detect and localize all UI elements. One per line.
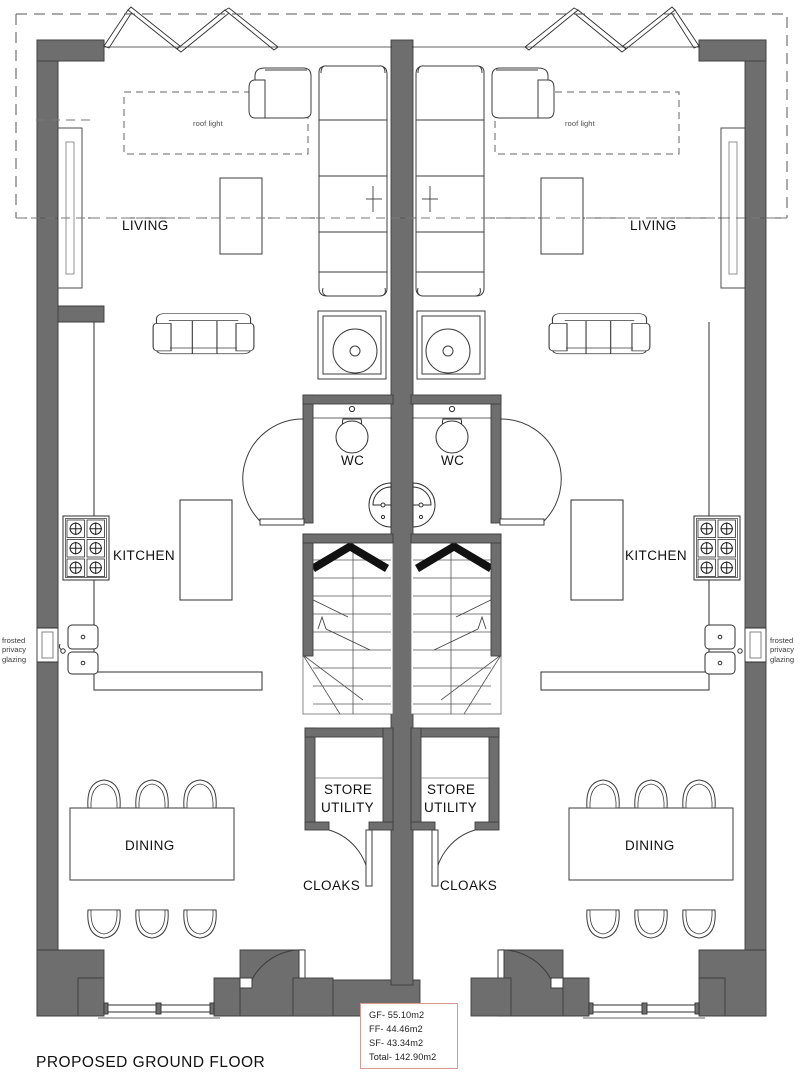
basin-right (412, 482, 436, 528)
kitchen-units-left (93, 322, 263, 691)
stair-walls-right (410, 533, 502, 657)
area-line-gf: GF- 55.10m2 (369, 1010, 425, 1020)
side-table-right (540, 177, 584, 255)
wc-door-left (242, 418, 305, 526)
wc-walls (302, 394, 502, 524)
basin-left (368, 482, 392, 528)
bay-window-right (583, 1002, 705, 1019)
frosted-window-left (36, 627, 59, 663)
sink-left (58, 624, 99, 675)
kitchen-units-right (540, 322, 710, 691)
living-window-right (720, 127, 746, 289)
centre-lines (16, 119, 787, 219)
store-utility-walls (304, 727, 500, 831)
area-schedule-box: GF- 55.10m2 FF- 44.46m2 SF- 43.34m2 Tota… (360, 1003, 458, 1069)
living-window-left (57, 127, 83, 289)
roof-light-outline-left (123, 91, 309, 155)
frosted-window-right (744, 627, 767, 663)
cloaks-door-left (328, 829, 373, 887)
roof-light-outline-right (494, 91, 680, 155)
cloaks-door-right (431, 829, 476, 887)
bay-window-left (98, 1002, 220, 1019)
staircase-left (302, 533, 394, 715)
area-line-ff: FF- 44.46m2 (369, 1024, 423, 1034)
sofa-left (152, 312, 255, 355)
wc-fixture-right (412, 405, 491, 454)
area-line-total: Total- 142.90m2 (369, 1052, 437, 1062)
dining-set-right (568, 779, 734, 939)
area-line-sf: SF- 43.34m2 (369, 1038, 424, 1048)
hob-left (62, 515, 110, 581)
side-table-left (219, 177, 263, 255)
hallway-walls (292, 977, 512, 1017)
sectional-sofa-right (415, 65, 555, 297)
bifold-doors (103, 6, 700, 53)
top-wall (36, 39, 767, 62)
sink-right (704, 624, 743, 675)
staircase-right (410, 533, 502, 715)
party-wall (390, 39, 414, 986)
wc-fixture-left (313, 405, 392, 454)
media-unit-left (317, 310, 387, 380)
entrance-door-right (497, 949, 564, 989)
hob-right (693, 515, 741, 581)
dining-set-left (69, 779, 235, 939)
sectional-sofa-left (248, 65, 388, 297)
wc-door-right (499, 418, 562, 526)
sofa-right (548, 312, 651, 355)
media-unit-right (416, 310, 486, 380)
stair-walls-left (302, 533, 394, 657)
